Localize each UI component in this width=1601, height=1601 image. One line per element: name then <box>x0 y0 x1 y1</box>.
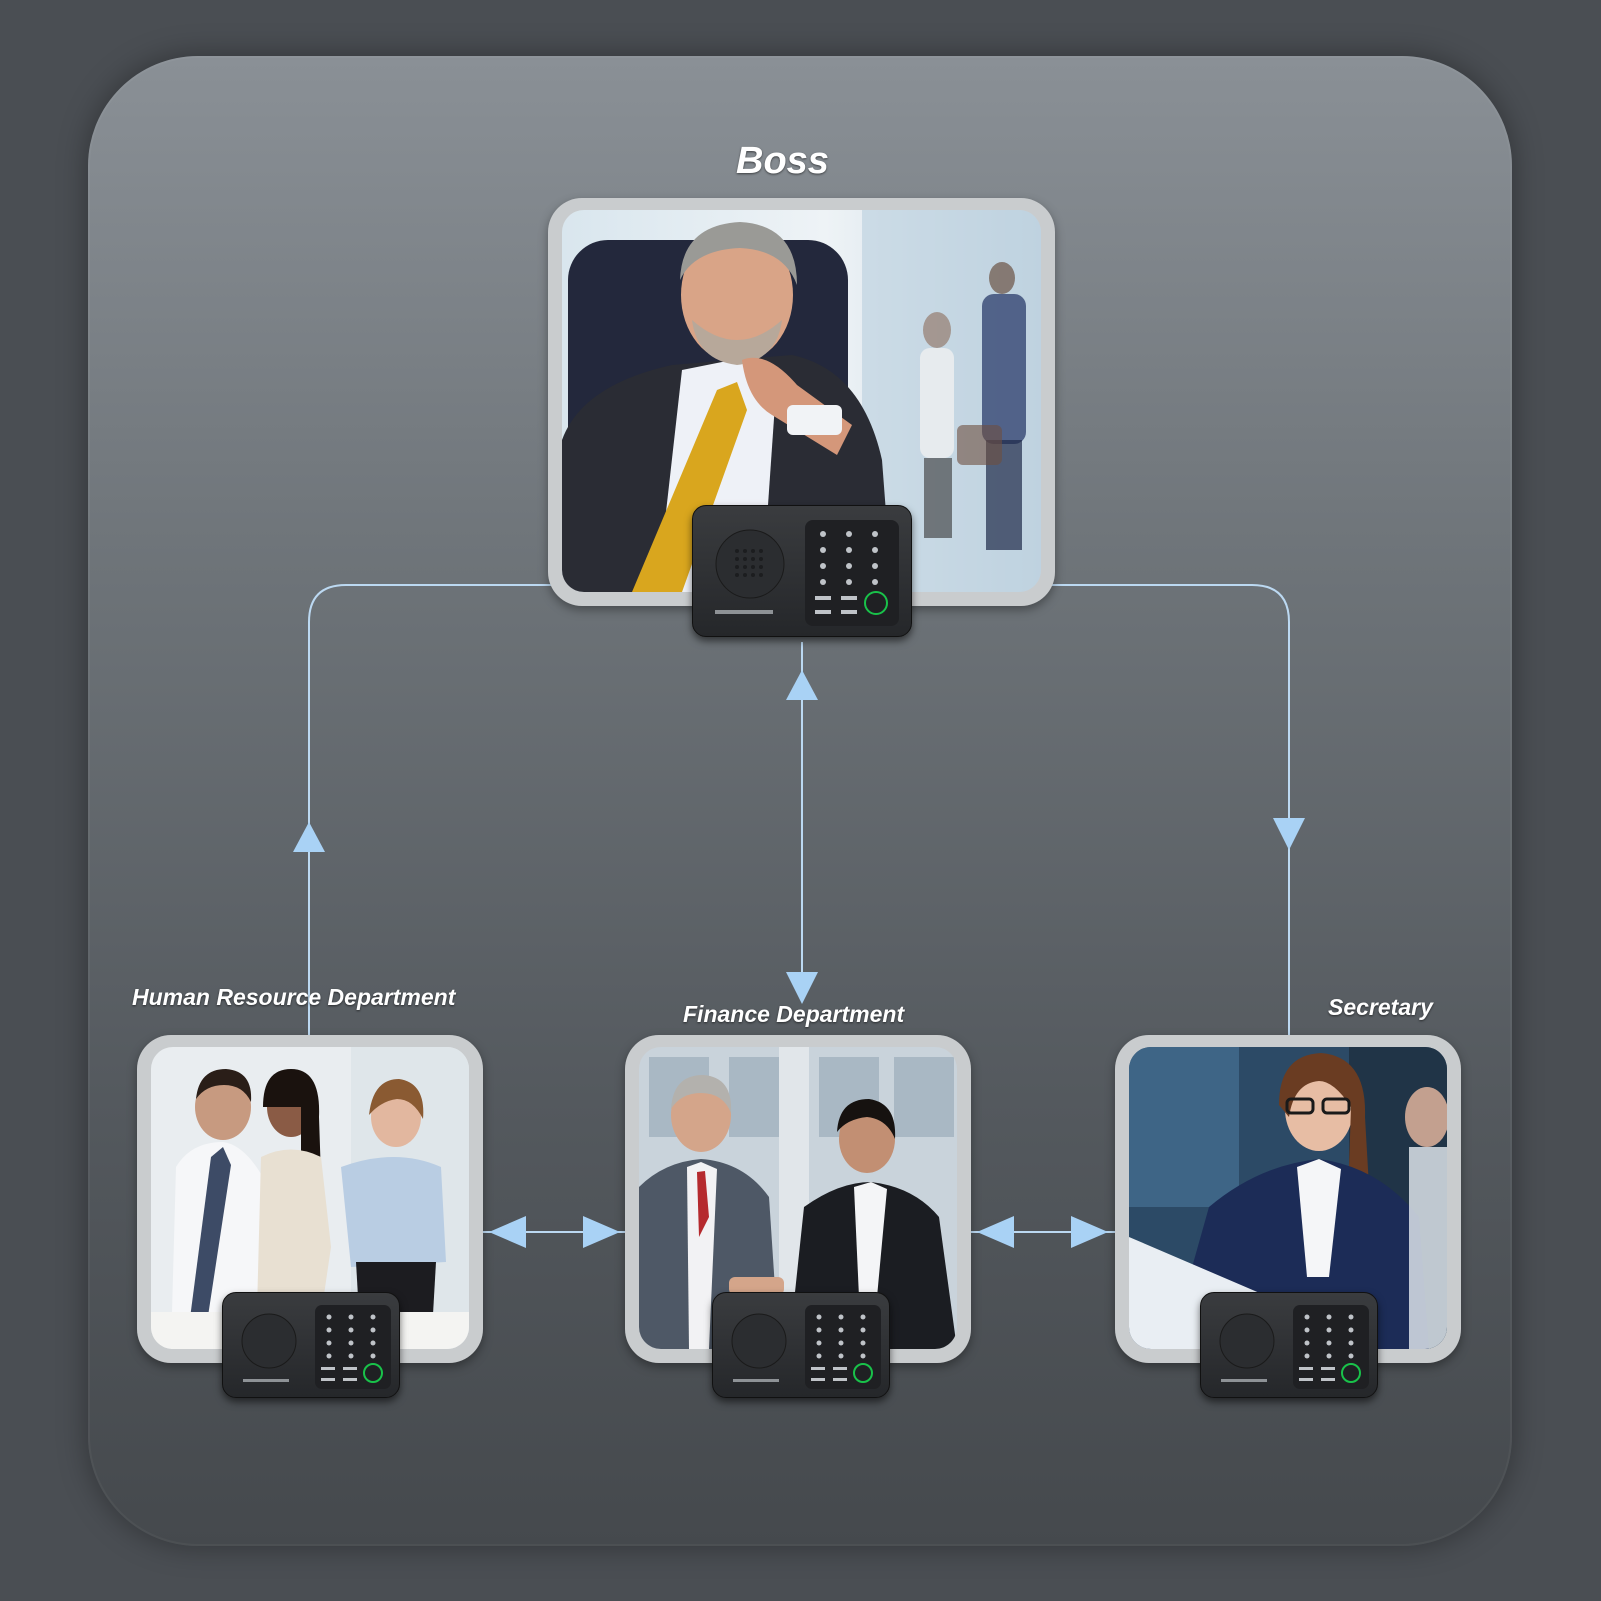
arrow-left-hr <box>489 1216 526 1248</box>
arrow-up-hr <box>293 822 325 852</box>
arrow-left-finance <box>977 1216 1014 1248</box>
arrow-down-finance <box>786 972 818 1004</box>
intercom-icon <box>223 1293 399 1397</box>
node-label-secretary: Secretary <box>1328 994 1433 1021</box>
intercom-icon <box>1201 1293 1377 1397</box>
intercom-icon <box>693 506 911 636</box>
node-label-finance: Finance Department <box>683 1001 904 1028</box>
connector-hr-boss <box>309 585 560 1040</box>
node-label-hr: Human Resource Department <box>132 984 455 1011</box>
connector-boss-secretary <box>1040 585 1289 1040</box>
intercom-device-hr <box>222 1292 400 1398</box>
node-label-boss: Boss <box>736 140 829 183</box>
intercom-device-secretary <box>1200 1292 1378 1398</box>
arrow-up-boss <box>786 670 818 700</box>
intercom-device-finance <box>712 1292 890 1398</box>
arrow-right-finance <box>583 1216 620 1248</box>
intercom-icon <box>713 1293 889 1397</box>
arrow-down-secretary <box>1273 818 1305 850</box>
intercom-device-boss <box>692 505 912 637</box>
arrow-right-secretary <box>1071 1216 1108 1248</box>
